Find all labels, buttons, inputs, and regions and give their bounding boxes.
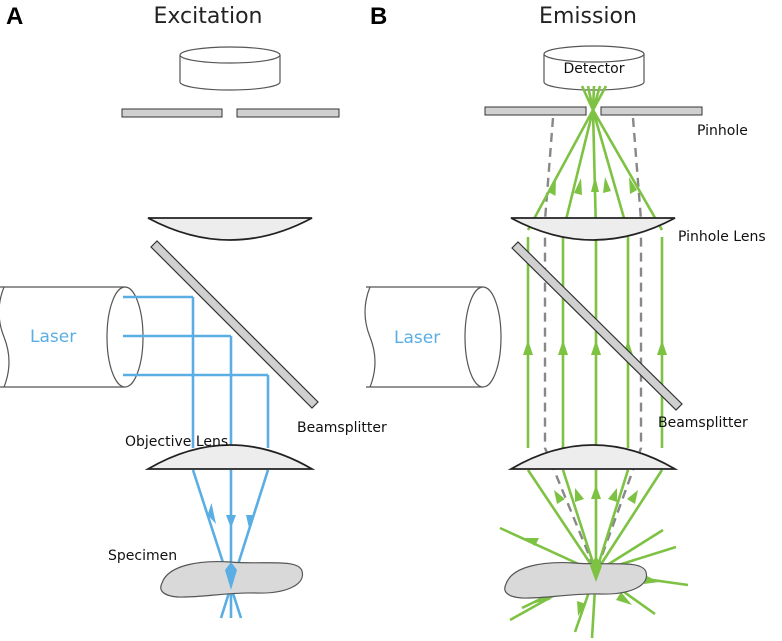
panel-b-title: Emission	[539, 4, 637, 29]
panel-a-title: Excitation	[154, 4, 263, 29]
objective-lens-label: Objective Lens	[125, 434, 228, 450]
laser-label-a: Laser	[30, 327, 76, 347]
detector-housing-a	[179, 46, 281, 91]
emission-arrows	[523, 176, 667, 616]
objective-lens-b	[507, 444, 679, 470]
excitation-arrows	[207, 503, 255, 528]
pinhole-label: Pinhole	[697, 123, 748, 139]
panel-a: A Excitation Laser	[0, 3, 387, 619]
specimen-b	[504, 562, 648, 599]
detector	[543, 45, 645, 91]
pinhole-lens-label: Pinhole Lens	[678, 229, 766, 245]
panel-a-letter: A	[6, 3, 23, 30]
laser-label-b: Laser	[394, 328, 440, 348]
pinhole-plate-a	[121, 108, 340, 118]
objective-lens-a	[144, 444, 316, 470]
pinhole-plate-b	[484, 106, 703, 116]
beamsplitter-label-a: Beamsplitter	[297, 420, 387, 436]
specimen-label: Specimen	[108, 548, 177, 564]
laser-tube-b	[364, 286, 502, 388]
detector-label: Detector	[563, 61, 624, 77]
beamsplitter-b	[511, 241, 683, 411]
excitation-focus	[225, 562, 237, 590]
pinhole-lens-b	[510, 217, 676, 241]
emission-rays	[499, 85, 689, 639]
pinhole-lens-a	[147, 217, 313, 241]
panel-b: B Emission Detector Pinhole Laser	[364, 3, 766, 639]
emission-focus	[590, 556, 602, 582]
beamsplitter-a	[150, 240, 319, 409]
out-of-focus-rays	[543, 117, 643, 573]
panel-b-letter: B	[370, 3, 387, 30]
beamsplitter-label-b: Beamsplitter	[658, 415, 748, 431]
